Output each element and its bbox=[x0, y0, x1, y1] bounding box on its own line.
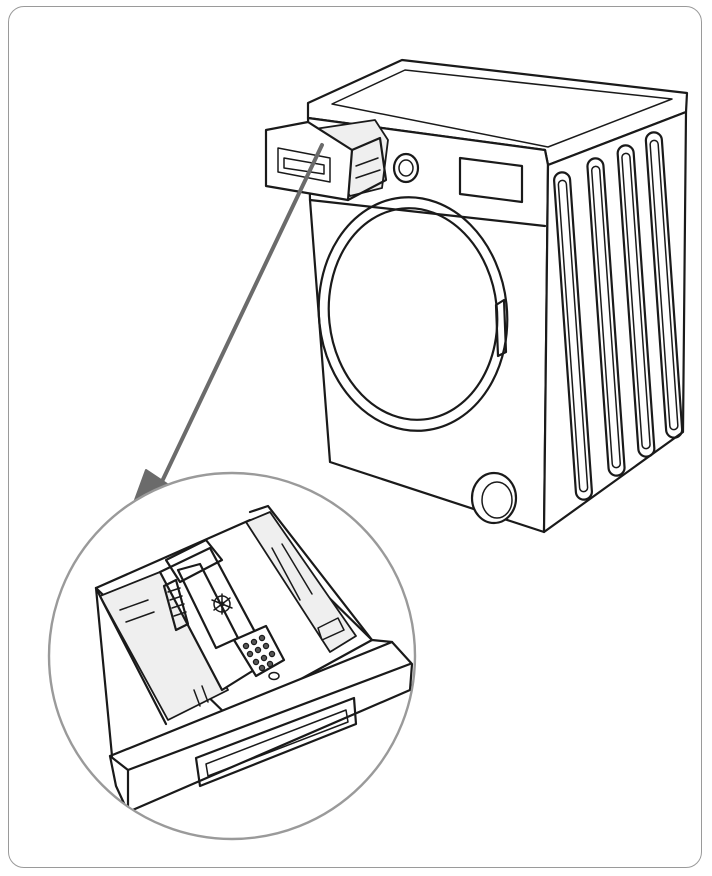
filter-cap bbox=[470, 471, 518, 525]
callout-detail bbox=[47, 471, 417, 841]
perforated-insert bbox=[232, 624, 286, 681]
side-ribs bbox=[553, 131, 684, 501]
drawer-handle-slot bbox=[194, 696, 358, 788]
machine-top-inset bbox=[331, 69, 673, 148]
ribbed-lever bbox=[162, 578, 190, 632]
arrow-pointer bbox=[134, 143, 324, 501]
softener-cap bbox=[211, 593, 233, 615]
display-panel bbox=[458, 156, 524, 204]
washing-machine bbox=[264, 58, 689, 534]
machine-door bbox=[317, 196, 509, 432]
program-knob bbox=[392, 152, 420, 184]
control-panel-line bbox=[308, 198, 547, 228]
detergent-drawer-small bbox=[264, 119, 389, 202]
detergent-drawer-large bbox=[94, 504, 414, 814]
door-handle bbox=[494, 298, 508, 358]
